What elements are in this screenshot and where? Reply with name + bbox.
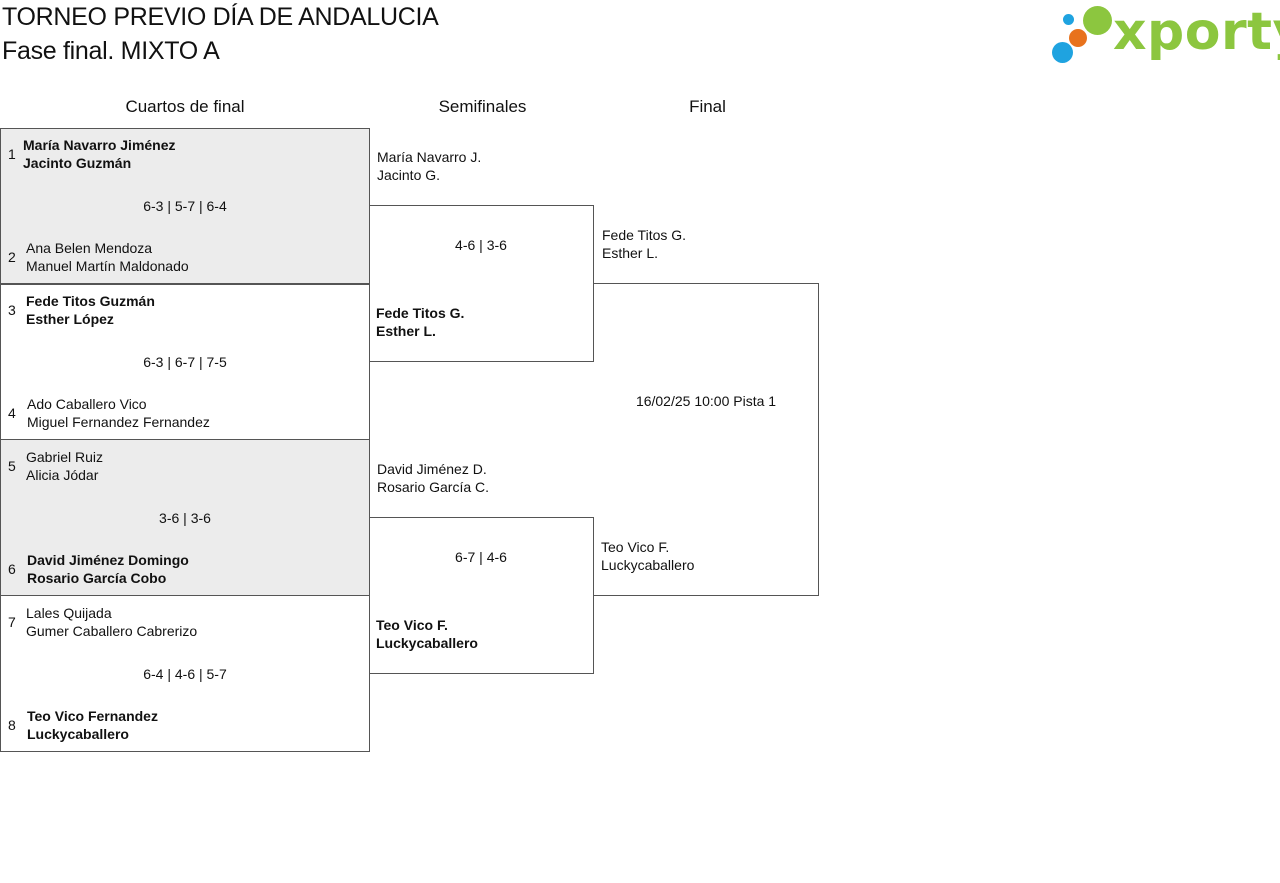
seed-number: 6 — [8, 561, 16, 577]
player-name: Esther L. — [602, 245, 659, 261]
match-schedule: 16/02/25 10:00 Pista 1 — [635, 393, 777, 409]
player-name: Ado Caballero Vico — [27, 396, 147, 412]
semifinal-2-bottom-team-winner: Teo Vico F. Luckycaballero — [376, 616, 478, 652]
player-name: Fede Titos G. — [376, 305, 465, 321]
round-semifinals-heading: Semifinales — [438, 97, 527, 116]
seed-number: 3 — [8, 302, 16, 318]
team-pair-winner: Fede Titos Guzmán Esther López — [26, 292, 155, 328]
player-name: María Navarro J. — [377, 149, 482, 165]
team-pair-winner: David Jiménez Domingo Rosario García Cob… — [27, 551, 189, 587]
semifinal-1-bottom-team-winner: Fede Titos G. Esther L. — [376, 304, 464, 340]
player-name: David Jiménez D. — [377, 461, 487, 477]
semifinal-match-1[interactable]: 4-6 | 3-6 Fede Titos G. Esther L. — [369, 205, 594, 362]
team-pair: Gabriel Ruiz Alicia Jódar — [26, 448, 103, 484]
logo-dot-small-blue-icon — [1063, 14, 1074, 25]
logo-wordmark: xporty — [1113, 2, 1280, 62]
match-score: 6-7 | 4-6 — [455, 549, 507, 565]
player-name: Miguel Fernandez Fernandez — [27, 414, 210, 430]
player-name: Luckycaballero — [376, 635, 478, 651]
quarterfinal-match-4[interactable]: 7 Lales Quijada Gumer Caballero Cabreriz… — [0, 595, 370, 752]
round-quarterfinals-heading: Cuartos de final — [125, 97, 245, 116]
player-name: Rosario García C. — [377, 479, 490, 495]
team-pair: Lales Quijada Gumer Caballero Cabrerizo — [26, 604, 197, 640]
seed-number: 7 — [8, 614, 16, 630]
quarterfinal-match-3[interactable]: 5 Gabriel Ruiz Alicia Jódar 3-6 | 3-6 6 … — [0, 439, 370, 596]
match-score: 4-6 | 3-6 — [455, 237, 507, 253]
logo-dot-green-icon — [1083, 6, 1112, 35]
player-name: Luckycaballero — [601, 557, 695, 573]
seed-number: 2 — [8, 249, 16, 265]
team-pair: Ado Caballero Vico Miguel Fernandez Fern… — [27, 395, 210, 431]
player-name: Alicia Jódar — [26, 467, 99, 483]
player-name: Gumer Caballero Cabrerizo — [26, 623, 198, 639]
match-score: 6-4 | 4-6 | 5-7 — [143, 666, 227, 682]
match-score: 6-3 | 5-7 | 6-4 — [143, 198, 227, 214]
player-name: David Jiménez Domingo — [27, 552, 189, 568]
player-name: Teo Vico Fernandez — [27, 708, 158, 724]
player-name: María Navarro Jiménez — [23, 137, 176, 153]
team-pair: Ana Belen Mendoza Manuel Martín Maldonad… — [26, 239, 189, 275]
quarterfinal-match-2[interactable]: 3 Fede Titos Guzmán Esther López 6-3 | 6… — [0, 283, 370, 440]
player-name: Fede Titos Guzmán — [26, 293, 155, 309]
seed-number: 8 — [8, 717, 16, 733]
semifinal-2-top-team: David Jiménez D. Rosario García C. — [377, 460, 489, 496]
logo-dot-orange-icon — [1069, 29, 1087, 47]
match-score: 6-3 | 6-7 | 7-5 — [143, 354, 227, 370]
player-name: Teo Vico F. — [601, 539, 670, 555]
seed-number: 4 — [8, 405, 16, 421]
final-bottom-team: Teo Vico F. Luckycaballero — [601, 538, 694, 574]
player-name: Rosario García Cobo — [27, 570, 167, 586]
semifinal-match-2[interactable]: 6-7 | 4-6 Teo Vico F. Luckycaballero — [369, 517, 594, 674]
player-name: Ana Belen Mendoza — [26, 240, 153, 256]
tournament-title: TORNEO PREVIO DÍA DE ANDALUCIA — [2, 3, 439, 31]
player-name: Manuel Martín Maldonado — [26, 258, 189, 274]
player-name: Esther López — [26, 311, 114, 327]
player-name: Gabriel Ruiz — [26, 449, 104, 465]
player-name: Lales Quijada — [26, 605, 112, 621]
team-pair-winner: María Navarro Jiménez Jacinto Guzmán — [23, 136, 176, 172]
logo-dot-blue-icon — [1052, 42, 1073, 63]
xporty-logo[interactable]: xporty — [1050, 2, 1280, 68]
phase-subtitle: Fase final. MIXTO A — [2, 37, 220, 65]
player-name: Luckycaballero — [27, 726, 129, 742]
quarterfinal-match-1[interactable]: 1 María Navarro Jiménez Jacinto Guzmán 6… — [0, 128, 370, 285]
player-name: Jacinto G. — [377, 167, 441, 183]
final-top-team: Fede Titos G. Esther L. — [602, 226, 686, 262]
player-name: Fede Titos G. — [602, 227, 687, 243]
seed-number: 1 — [8, 146, 16, 162]
seed-number: 5 — [8, 458, 16, 474]
player-name: Jacinto Guzmán — [23, 155, 132, 171]
final-match[interactable]: 16/02/25 10:00 Pista 1 Teo Vico F. Lucky… — [594, 283, 819, 596]
round-final-heading: Final — [689, 97, 726, 116]
semifinal-1-top-team: María Navarro J. Jacinto G. — [377, 148, 481, 184]
player-name: Esther L. — [376, 323, 436, 339]
team-pair-winner: Teo Vico Fernandez Luckycaballero — [27, 707, 158, 743]
match-score: 3-6 | 3-6 — [159, 510, 211, 526]
player-name: Teo Vico F. — [376, 617, 448, 633]
